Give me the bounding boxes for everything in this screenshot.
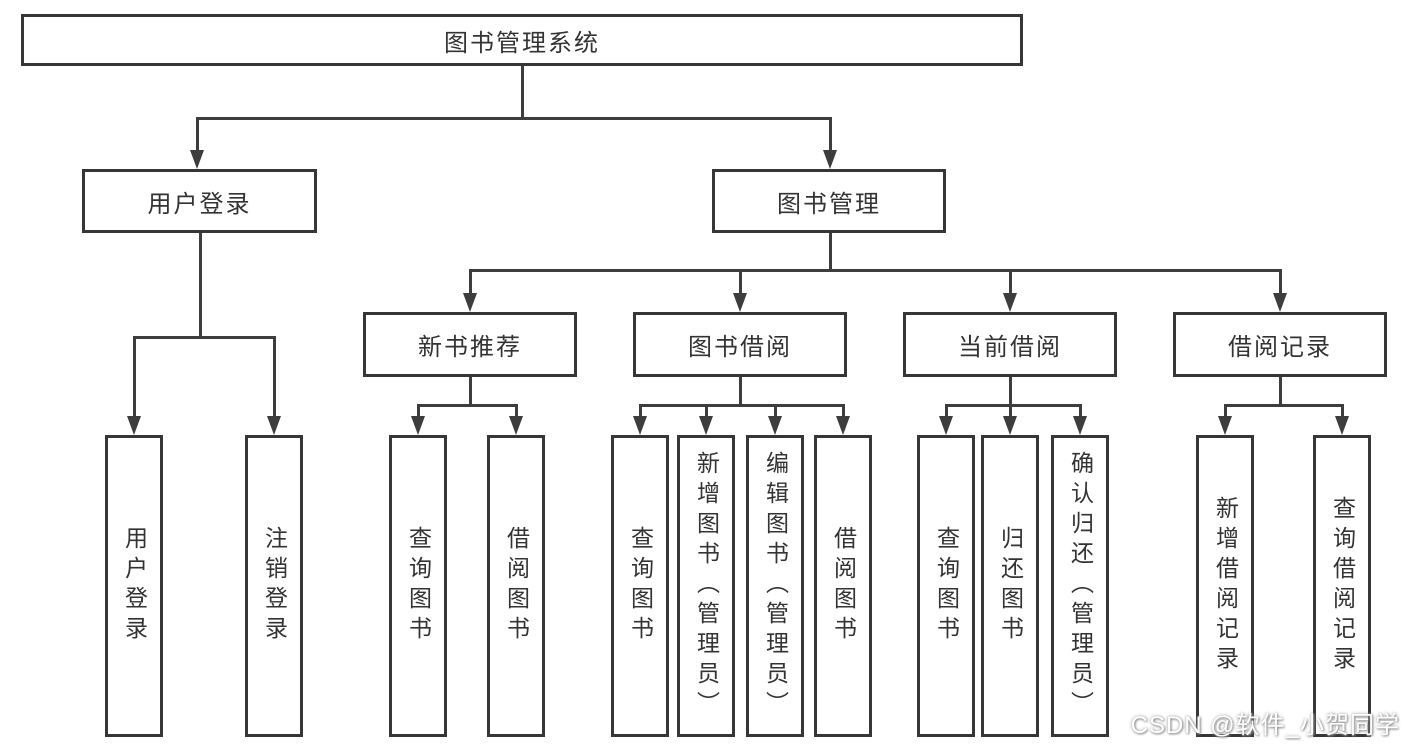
connector-line [132, 337, 136, 420]
arrowhead-down-icon [939, 416, 953, 435]
node-root: 图书管理系统 [21, 14, 1023, 66]
connector-line [1223, 403, 1344, 407]
leaf-logout: 注销登录 [245, 435, 303, 737]
leaf-query-book-a: 查询图书 [389, 435, 447, 737]
leaf-add-book-admin-label: 新增图书（管理员） [693, 451, 720, 721]
arrowhead-down-icon [823, 150, 837, 169]
leaf-query-borrow-record-label: 查询借阅记录 [1329, 496, 1356, 676]
arrowhead-down-icon [463, 293, 477, 312]
arrowhead-down-icon [836, 416, 850, 435]
connector-line [468, 270, 472, 297]
leaf-query-book-b-label: 查询图书 [627, 526, 654, 646]
node-user-login: 用户登录 [82, 169, 317, 233]
connector-line [638, 403, 845, 407]
connector-line [828, 118, 832, 154]
watermark: CSDN @软件_小贺同学 [1130, 712, 1400, 739]
arrowhead-down-icon [768, 416, 782, 435]
node-root-label: 图书管理系统 [444, 29, 600, 57]
connector-line [738, 270, 742, 297]
leaf-confirm-return-admin-label: 确认归还（管理员） [1067, 451, 1094, 721]
connector-line [1278, 377, 1282, 407]
connector-line [468, 377, 472, 407]
leaf-logout-label: 注销登录 [261, 526, 288, 646]
leaf-borrow-book-a: 借阅图书 [487, 435, 545, 737]
arrowhead-down-icon [699, 416, 713, 435]
node-borrow-records: 借阅记录 [1173, 312, 1387, 377]
leaf-query-book-a-label: 查询图书 [405, 526, 432, 646]
connector-line [841, 405, 845, 420]
arrowhead-down-icon [733, 293, 747, 312]
leaf-return-book-label: 归还图书 [997, 526, 1024, 646]
arrowhead-down-icon [1003, 416, 1017, 435]
connector-line [944, 405, 948, 420]
connector-line [468, 268, 1282, 272]
arrowhead-down-icon [267, 416, 281, 435]
connector-line [514, 405, 518, 420]
arrowhead-down-icon [1335, 416, 1349, 435]
arrowhead-down-icon [1073, 416, 1087, 435]
arrowhead-down-icon [190, 150, 204, 169]
arrowhead-down-icon [411, 416, 425, 435]
arrowhead-down-icon [633, 416, 647, 435]
leaf-query-borrow-record: 查询借阅记录 [1313, 435, 1371, 737]
leaf-add-book-admin: 新增图书（管理员） [677, 435, 735, 737]
leaf-borrow-book-b: 借阅图书 [814, 435, 872, 737]
connector-line [416, 403, 518, 407]
connector-line [1008, 377, 1012, 407]
connector-line [195, 116, 832, 120]
arrowhead-down-icon [509, 416, 523, 435]
connector-line [704, 405, 708, 420]
leaf-query-book-b: 查询图书 [611, 435, 669, 737]
connector-line [1078, 405, 1082, 420]
connector-line [1008, 405, 1012, 420]
node-new-book-rec: 新书推荐 [363, 312, 577, 377]
leaf-edit-book-admin-label: 编辑图书（管理员） [762, 451, 789, 721]
node-borrow-records-label: 借阅记录 [1228, 334, 1332, 361]
leaf-add-borrow-record: 新增借阅记录 [1196, 435, 1254, 737]
arrowhead-down-icon [1273, 293, 1287, 312]
leaf-user-login-label: 用户登录 [121, 526, 148, 646]
leaf-query-book-c: 查询图书 [917, 435, 975, 737]
node-book-borrow-label: 图书借阅 [688, 334, 792, 361]
connector-line [1223, 405, 1227, 420]
leaf-add-borrow-record-label: 新增借阅记录 [1212, 496, 1239, 676]
node-book-mgmt-label: 图书管理 [777, 190, 881, 218]
node-new-book-rec-label: 新书推荐 [418, 334, 522, 361]
connector-line [1278, 270, 1282, 297]
connector-line [1340, 405, 1344, 420]
connector-line [638, 405, 642, 420]
connector-line [416, 405, 420, 420]
connector-line [272, 337, 276, 420]
node-book-borrow: 图书借阅 [633, 312, 847, 377]
arrowhead-down-icon [1003, 293, 1017, 312]
node-current-borrow: 当前借阅 [903, 312, 1117, 377]
leaf-return-book: 归还图书 [981, 435, 1039, 737]
connector-line [1008, 270, 1012, 297]
connector-line [195, 118, 199, 154]
node-user-login-label: 用户登录 [147, 190, 252, 218]
leaf-edit-book-admin: 编辑图书（管理员） [746, 435, 804, 737]
leaf-borrow-book-a-label: 借阅图书 [503, 526, 530, 646]
arrowhead-down-icon [127, 416, 141, 435]
node-book-mgmt: 图书管理 [712, 169, 946, 233]
connector-line [738, 377, 742, 407]
arrowhead-down-icon [1218, 416, 1232, 435]
leaf-query-book-c-label: 查询图书 [933, 526, 960, 646]
node-current-borrow-label: 当前借阅 [958, 334, 1062, 361]
leaf-confirm-return-admin: 确认归还（管理员） [1051, 435, 1109, 737]
connector-line [828, 233, 832, 272]
leaf-borrow-book-b-label: 借阅图书 [830, 526, 857, 646]
connector-line [773, 405, 777, 420]
connector-line [132, 335, 276, 339]
leaf-user-login: 用户登录 [105, 435, 163, 737]
connector-line [198, 233, 202, 339]
connector-line [944, 403, 1082, 407]
connector-line [520, 66, 524, 120]
